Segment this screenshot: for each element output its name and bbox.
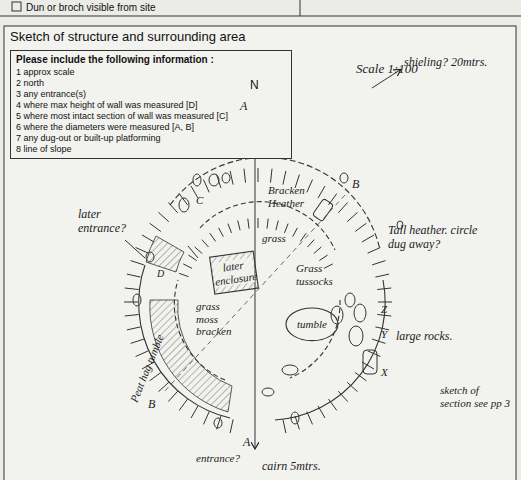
diameter-letter: B: [352, 178, 364, 192]
wall-hatch: [368, 351, 381, 357]
list-item: 1 approx scale: [16, 67, 286, 77]
wall-hatch: [338, 391, 347, 401]
wall-hatch: [355, 223, 366, 231]
vegetation-note: Tall heather. circle dug away?: [388, 224, 488, 252]
wall-hatch: [127, 327, 141, 330]
entrance-note: entrance?: [196, 452, 256, 465]
wall-hatch: [347, 382, 357, 391]
wall-hatch: [158, 212, 168, 221]
checkbox-label: Dun or broch visible from site: [26, 2, 226, 14]
wall-hatch: [204, 412, 210, 425]
bank-hatch: [319, 255, 327, 261]
wall-hatch: [191, 406, 198, 418]
wall-hatch: [307, 180, 313, 193]
wall-hatch: [230, 171, 233, 185]
wall-hatch: [158, 382, 168, 391]
wall-hatch: [362, 362, 374, 369]
diameter-letter: B: [148, 398, 160, 412]
wall-hatch: [375, 274, 389, 277]
list-item: 7 any dug-out or built-up platforming: [16, 133, 286, 143]
wall-hatch: [271, 169, 273, 183]
wall-hatch: [150, 223, 161, 231]
wall-hatch: [179, 399, 187, 410]
vegetation-note: Bracken Heather: [268, 184, 320, 209]
wall-hatch: [347, 212, 357, 221]
wall-hatch: [136, 248, 149, 254]
north-letter: N: [250, 79, 264, 93]
bank-hatch: [285, 224, 289, 233]
wall-hatch: [244, 169, 246, 183]
wall-hatch: [125, 288, 139, 290]
wall-hatch: [142, 235, 154, 242]
bank-hatch: [276, 221, 278, 231]
bank-hatch: [258, 218, 259, 228]
vegetation-note: grass moss bracken: [196, 300, 242, 338]
wall-hatch: [131, 339, 144, 343]
later-enclosure: later enclosure: [210, 251, 259, 294]
wall-hatch: [372, 261, 385, 265]
bank-hatch: [308, 240, 315, 247]
bank-hatch: [248, 219, 249, 229]
list-item: 3 any entrance(s): [16, 89, 286, 99]
wall-hatch: [127, 274, 141, 277]
wall-hatch: [168, 391, 177, 401]
wall-hatch: [329, 399, 337, 410]
list-item: 6 where the diameters were measured [A, …: [16, 122, 286, 132]
wall-hatch: [318, 186, 325, 198]
wall-hatch: [204, 180, 210, 193]
bank-hatch: [219, 228, 224, 237]
instruction-box: Please include the following information…: [10, 50, 292, 159]
wall-hatch: [377, 288, 391, 290]
rock-letter: Y: [381, 328, 393, 341]
bank-hatch: [188, 255, 196, 261]
wall-letter: C: [196, 194, 208, 207]
bank-hatch: [195, 247, 203, 254]
bank-hatch: [324, 264, 333, 269]
wall-hatch: [168, 202, 177, 212]
tumble-patch: tumble: [286, 308, 338, 341]
vegetation-note: Grass tussocks: [296, 262, 352, 287]
section-title: Sketch of structure and surrounding area: [10, 30, 246, 45]
rock-letter: Z: [381, 303, 393, 316]
wall-hatch: [338, 202, 347, 212]
bank-hatch: [238, 221, 240, 231]
bank-hatch: [210, 233, 216, 241]
shieling-note: shieling? 20mtrs.: [404, 56, 514, 70]
wall-hatch: [131, 261, 144, 265]
bank-hatch: [314, 247, 322, 254]
bank-hatch: [300, 233, 306, 241]
rock-letter: X: [381, 366, 393, 379]
wall-hatch: [283, 419, 286, 433]
wall-hatch: [329, 194, 337, 205]
wall-hatch: [318, 406, 325, 418]
wall-hatch: [283, 171, 286, 185]
wall-hatch: [230, 419, 233, 433]
wall-hatch: [258, 168, 259, 182]
rock-note: large rocks.: [396, 330, 466, 344]
bank-hatch: [293, 228, 298, 237]
wall-hatch: [125, 315, 139, 317]
wall-hatch: [378, 302, 392, 303]
shape-label: tumble: [290, 318, 334, 331]
bank-hatch: [183, 264, 192, 269]
wall-hatch: [368, 248, 381, 254]
vegetation-note: grass: [262, 232, 302, 245]
diameter-letter: A: [243, 436, 255, 450]
bank-hatch: [267, 219, 268, 229]
section-note: sketch of section see pp 3: [440, 384, 512, 409]
bank-hatch: [202, 240, 209, 247]
wall-letter: D: [157, 268, 169, 280]
bank-hatch: [228, 224, 232, 233]
cairn-note: cairn 5mtrs.: [262, 460, 352, 474]
list-item: 2 north: [16, 78, 286, 88]
wall-hatch: [362, 235, 374, 242]
list-item: 8 line of slope: [16, 144, 286, 154]
diameter-letter: A: [240, 100, 252, 114]
box-heading: Please include the following information…: [16, 54, 286, 65]
entrance-note: later entrance?: [78, 208, 136, 236]
bank-hatch: [179, 273, 188, 276]
wall-hatch: [307, 412, 313, 425]
wall-hatch: [124, 302, 138, 303]
